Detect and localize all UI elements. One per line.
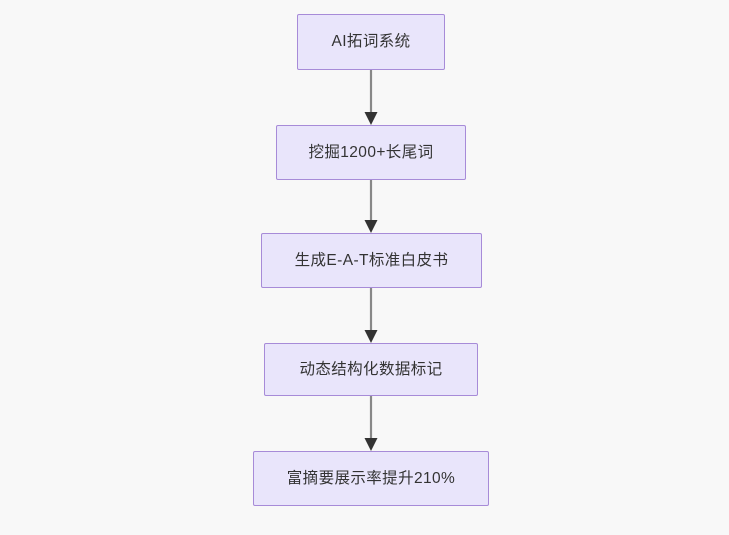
connector-n1-n2 (358, 70, 384, 125)
flowchart-node-ai-keyword-system[interactable]: AI拓词系统 (297, 14, 445, 70)
flowchart-node-eat-whitepaper[interactable]: 生成E-A-T标准白皮书 (261, 233, 482, 288)
node-label: 生成E-A-T标准白皮书 (294, 251, 449, 269)
node-label: 挖掘1200+长尾词 (308, 143, 434, 161)
node-label: AI拓词系统 (331, 33, 411, 51)
flowchart-node-longtail-mining[interactable]: 挖掘1200+长尾词 (276, 125, 466, 180)
connector-n2-n3 (358, 180, 384, 233)
connector-n4-n5 (358, 396, 384, 451)
node-label: 富摘要展示率提升210% (286, 469, 456, 487)
node-label: 动态结构化数据标记 (299, 360, 443, 378)
connector-n3-n4 (358, 288, 384, 343)
flowchart-node-structured-data-markup[interactable]: 动态结构化数据标记 (264, 343, 478, 396)
flowchart-node-rich-snippet-result[interactable]: 富摘要展示率提升210% (253, 451, 489, 506)
